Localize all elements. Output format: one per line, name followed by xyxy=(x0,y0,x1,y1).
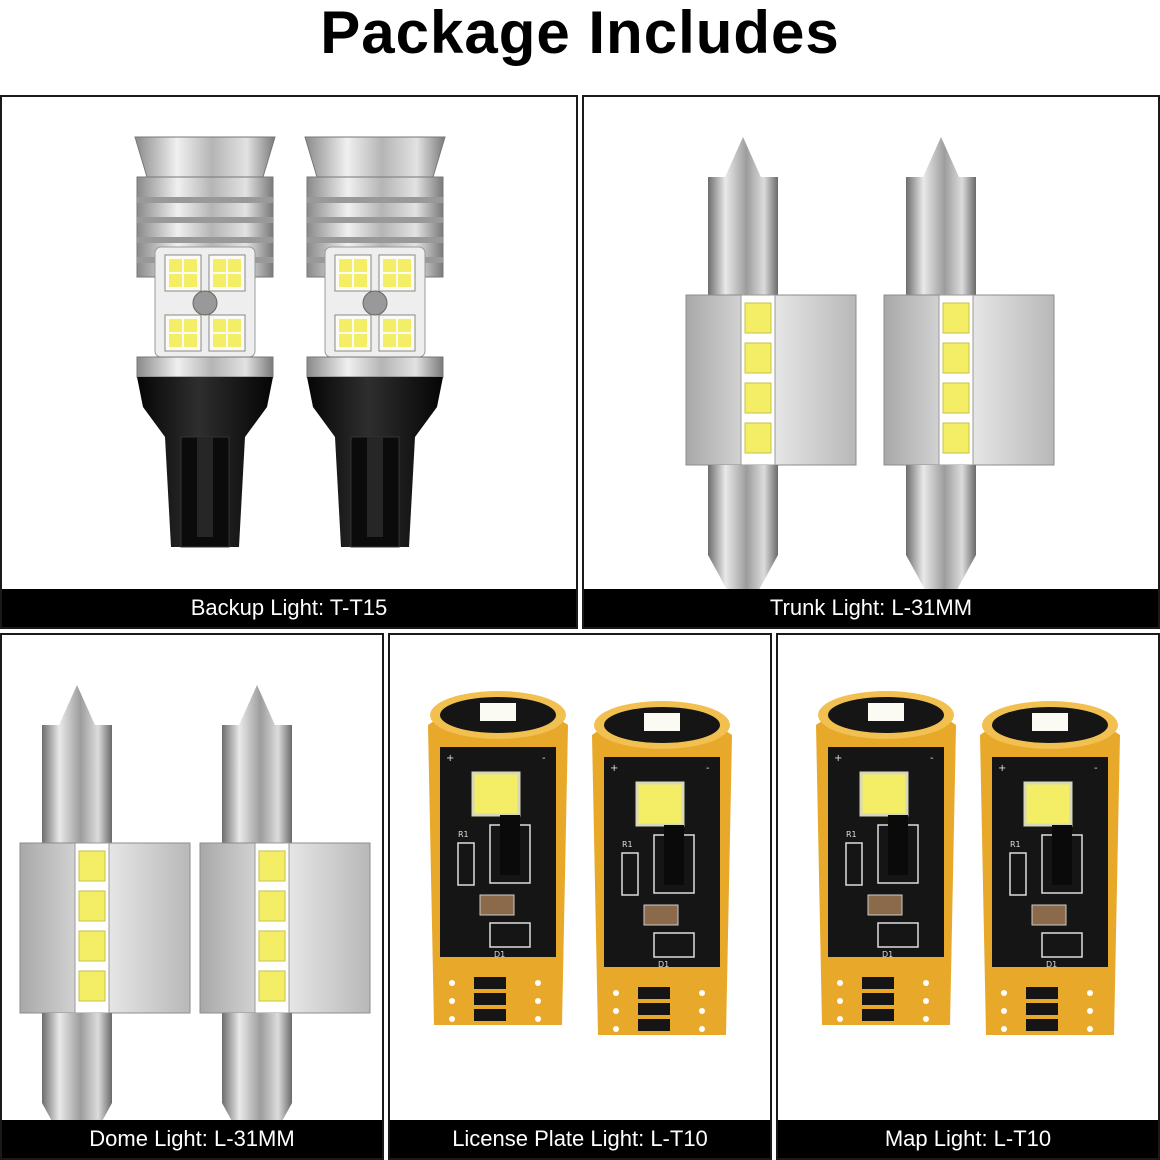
caption-trunk-light: Trunk Light: L-31MM xyxy=(584,589,1158,627)
page-title: Package Includes xyxy=(320,0,840,66)
panel-dome-light: Dome Light: L-31MM xyxy=(0,633,384,1160)
t10-license-bulbs-illustration: R1 D1 + - xyxy=(426,689,734,1037)
caption-license-plate-light: License Plate Light: L-T10 xyxy=(390,1120,770,1158)
festoon-bulbs-illustration xyxy=(685,136,1055,620)
festoon-dome-bulbs-illustration xyxy=(19,684,371,1158)
panel-trunk-light: Trunk Light: L-31MM xyxy=(582,95,1160,629)
panel-license-plate-light: R1 D1 + - License Plate Light: L-T10 xyxy=(388,633,772,1160)
t15-bulbs-illustration xyxy=(134,136,446,548)
caption-backup-light: Backup Light: T-T15 xyxy=(2,589,576,627)
panel-map-light: Map Light: L-T10 xyxy=(776,633,1160,1160)
t10-map-bulbs-illustration xyxy=(814,689,1122,1037)
panel-backup-light: Backup Light: T-T15 xyxy=(0,95,578,629)
caption-dome-light: Dome Light: L-31MM xyxy=(2,1120,382,1158)
caption-map-light: Map Light: L-T10 xyxy=(778,1120,1158,1158)
